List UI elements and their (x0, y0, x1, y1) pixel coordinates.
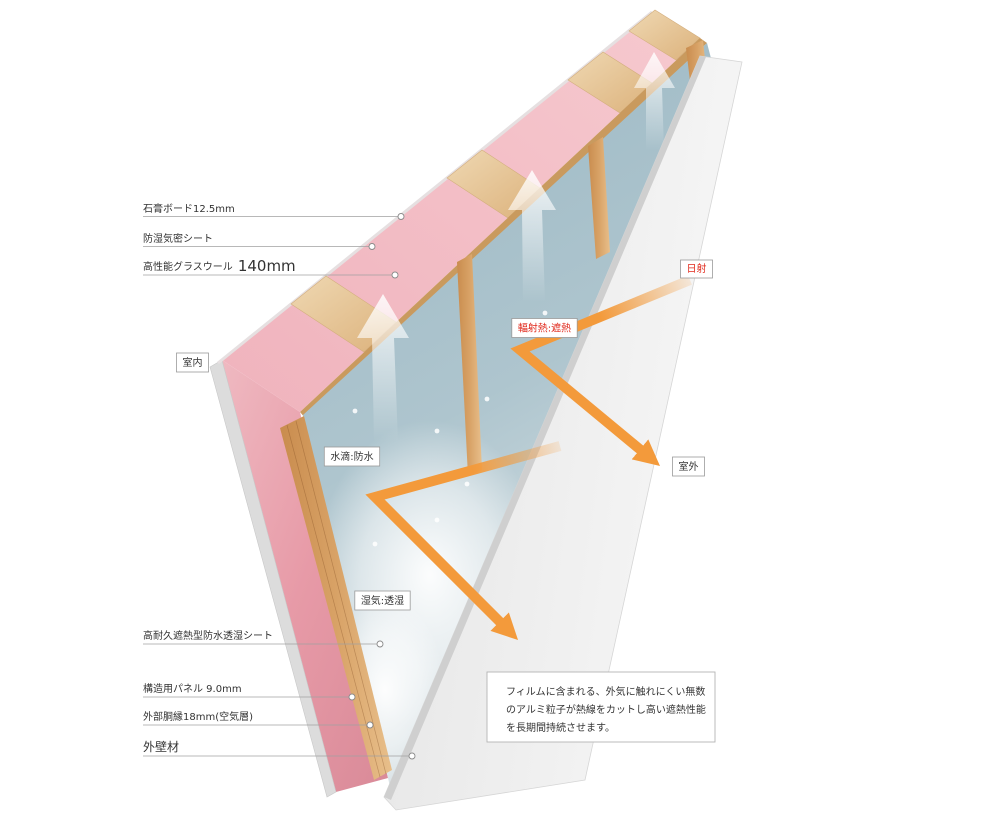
tag-indoor-label: 室内 (183, 356, 203, 369)
leader-dot (348, 693, 356, 701)
leader-glass-wool: 高性能グラスウール 140mm (143, 257, 399, 279)
tag-box (323, 446, 381, 467)
furring-strip-edge (280, 416, 392, 780)
leader-label-thickness: 140mm (238, 257, 296, 275)
exterior-cladding-panel (383, 55, 743, 811)
wood-grain (286, 424, 381, 778)
tag-box (680, 259, 713, 279)
tag-box (354, 590, 411, 611)
leader-label: 石膏ボード12.5mm (143, 202, 235, 215)
furring-strip (457, 254, 482, 476)
callout-line: を長期間持続させます。 (506, 721, 615, 734)
leader-furring-strip: 外部胴縁18mm(空気層) (143, 710, 374, 729)
exterior-cladding-edge (384, 56, 706, 800)
leader-gypsum-board: 石膏ボード12.5mm (143, 202, 405, 220)
furring-strip-edge-body (280, 416, 392, 780)
vapor-up-arrow-icon (357, 294, 409, 442)
leader-breathable-membrane: 高耐久遮熱型防水透湿シート (143, 629, 384, 648)
tag-radiant-heat-label: 輻射熱:遮熱 (518, 322, 571, 335)
tag-box (176, 352, 209, 373)
droplet (434, 428, 440, 434)
callout-line: フィルムに含まれる、外気に触れにくい無数 (506, 685, 705, 698)
tag-water: 水滴:防水 (323, 446, 381, 467)
leader-structural-panel: 構造用パネル 9.0mm (143, 682, 356, 701)
tag-radiant-heat: 輻射熱:遮熱 (511, 318, 578, 338)
leader-label: 高性能グラスウール (143, 260, 233, 273)
tag-outdoor: 室外 (672, 456, 705, 477)
leader-dot (376, 640, 384, 648)
leader-dot (408, 752, 416, 760)
leader-label: 外部胴縁18mm(空気層) (143, 710, 253, 723)
furring-strip (588, 137, 610, 259)
droplet (484, 396, 490, 402)
vapor-up-arrow-icon (508, 170, 556, 302)
leader-label: 高耐久遮熱型防水透湿シート (143, 629, 273, 642)
droplet (464, 481, 470, 487)
leader-label: 構造用パネル 9.0mm (143, 682, 242, 695)
leader-label: 防湿気密シート (143, 232, 213, 245)
tag-box (511, 318, 578, 338)
tag-indoor: 室内 (176, 352, 209, 373)
leader-dot (368, 243, 376, 250)
leader-dot (366, 721, 374, 729)
tag-outdoor-label: 室外 (679, 460, 699, 473)
droplet (352, 408, 358, 414)
radiant-heat-arrow-icon (365, 441, 562, 641)
tag-solar-label: 日射 (687, 263, 707, 275)
tag-vapor: 湿気:透湿 (354, 590, 411, 611)
leader-vapor-barrier: 防湿気密シート (143, 232, 376, 250)
tag-solar: 日射 (680, 259, 713, 279)
callout-line: のアルミ粒子が熱線をカットし高い遮熱性能 (506, 703, 706, 716)
tag-water-label: 水滴:防水 (330, 450, 373, 463)
droplet (372, 541, 378, 547)
leader-label: 外壁材 (143, 739, 179, 754)
wood-grain (295, 420, 387, 775)
leader-dot (391, 271, 399, 279)
leader-exterior-wall: 外壁材 (143, 739, 416, 760)
droplet (434, 517, 440, 523)
droplet (542, 310, 548, 316)
callout-box (486, 671, 716, 743)
vapor-up-arrow-icon (634, 52, 675, 150)
structural-panel-edge (300, 38, 707, 418)
insulation-side-face (222, 360, 388, 792)
tag-box (672, 456, 705, 477)
tag-vapor-label: 湿気:透湿 (361, 594, 404, 607)
solar-reflection-arrow-icon (510, 275, 692, 466)
callout-note: フィルムに含まれる、外気に触れにくい無数 のアルミ粒子が熱線をカットし高い遮熱性… (486, 671, 716, 743)
leader-dot (397, 213, 405, 220)
water-droplets (352, 310, 548, 547)
